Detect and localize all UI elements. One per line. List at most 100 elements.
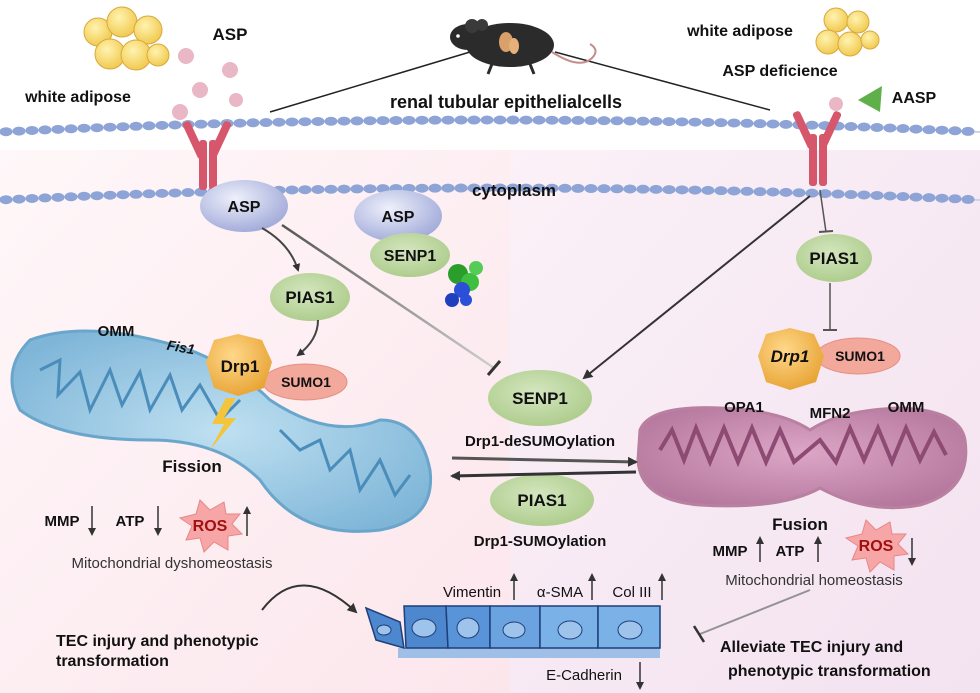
- membrane-bead: [324, 184, 338, 194]
- membrane-bead: [740, 118, 754, 128]
- alleviate-line1: Alleviate TEC injury and: [720, 639, 903, 656]
- membrane-bead: [90, 191, 104, 201]
- membrane-bead: [558, 183, 572, 193]
- membrane-bead: [649, 116, 663, 126]
- membrane-bead: [623, 116, 637, 126]
- membrane-bead: [701, 117, 715, 127]
- membrane-bead: [883, 123, 897, 133]
- membrane-bead: [610, 184, 624, 194]
- membrane-bead: [662, 185, 676, 195]
- membrane-bead: [935, 193, 949, 203]
- membrane-bead: [142, 189, 156, 199]
- membrane-bead: [948, 126, 962, 136]
- membrane-bead: [90, 123, 104, 133]
- membrane-bead: [324, 116, 338, 126]
- asp-to-pias1-arrow: [261, 227, 301, 272]
- pias1-left-label: PIAS1: [285, 288, 334, 307]
- pias1-node-right: [796, 234, 872, 282]
- membrane-bead: [428, 183, 442, 193]
- membrane-bead: [142, 121, 156, 131]
- membrane-bead: [376, 184, 390, 194]
- sumo1-right-label: SUMO1: [835, 348, 885, 364]
- membrane-bead: [168, 188, 182, 198]
- membrane-bead: [363, 184, 377, 194]
- membrane-bead: [480, 115, 494, 125]
- membrane-bead: [246, 118, 260, 128]
- membrane-bead: [584, 116, 598, 126]
- white-adipose-right-label: white adipose: [686, 23, 793, 40]
- protein-structure-icon: [445, 261, 483, 307]
- renal-cells-label: renal tubular epithelialcells: [390, 92, 622, 112]
- opa1-label: OPA1: [724, 399, 764, 416]
- membrane-bead: [350, 116, 364, 126]
- asp-complex-label: ASP: [382, 209, 415, 226]
- membrane-bead: [12, 126, 26, 136]
- membrane-bead: [896, 124, 910, 134]
- membrane-bead: [792, 188, 806, 198]
- membrane-bead: [493, 183, 507, 193]
- mito-homeo-label: Mitochondrial homeostasis: [725, 572, 903, 589]
- tec-injury-line2: transformation: [56, 653, 169, 670]
- membrane-bead: [714, 118, 728, 128]
- membrane-bead: [285, 185, 299, 195]
- membrane-bead: [909, 124, 923, 134]
- membrane-bead: [883, 191, 897, 201]
- membrane-bead: [961, 126, 975, 136]
- membrane-bead: [77, 191, 91, 201]
- membrane-bead: [922, 125, 936, 135]
- asp-inhibits-senp1: [281, 223, 495, 370]
- asp-complex-node: [354, 190, 442, 242]
- mmp-right-label: MMP: [713, 543, 748, 560]
- senp1-complex-label: SENP1: [384, 248, 437, 265]
- asp-particles: [172, 48, 243, 120]
- aasp-label: AASP: [892, 90, 937, 107]
- membrane-bead: [571, 115, 585, 125]
- membrane-bead: [532, 115, 546, 125]
- receptor-to-senp1-arrow: [582, 195, 811, 380]
- membrane-bead: [571, 183, 585, 193]
- membrane-bead: [493, 115, 507, 125]
- membrane-bead: [805, 188, 819, 198]
- membrane-bead: [558, 115, 572, 125]
- membrane-bead: [38, 193, 52, 203]
- pias1-node-center: [490, 474, 594, 526]
- membrane-bead: [467, 115, 481, 125]
- asp-top-label: ASP: [213, 25, 248, 44]
- membrane-bead: [441, 183, 455, 193]
- membrane-bead: [727, 186, 741, 196]
- membrane-bead: [415, 183, 429, 193]
- membrane-bead: [649, 184, 663, 194]
- white-adipose-left-label: white adipose: [24, 89, 131, 106]
- membrane-bead: [168, 120, 182, 130]
- membrane-bead: [753, 187, 767, 197]
- membrane-bead: [961, 194, 975, 204]
- fis1-label: Fis1: [166, 337, 197, 358]
- cytoplasm-label: cytoplasm: [472, 181, 556, 200]
- membrane-bead: [259, 118, 273, 128]
- membrane-bead: [25, 193, 39, 203]
- membrane-bead: [532, 183, 546, 193]
- membrane-bead: [831, 189, 845, 199]
- membrane-bead: [766, 187, 780, 197]
- membrane-bead: [597, 116, 611, 126]
- membrane-bead: [441, 115, 455, 125]
- membrane-bead: [103, 190, 117, 200]
- membrane-bead: [454, 115, 468, 125]
- fusion-label: Fusion: [772, 515, 828, 534]
- membrane-bead: [272, 117, 286, 127]
- sumo1-left-label: SUMO1: [281, 374, 331, 390]
- white-adipose-right-icon: [815, 7, 880, 57]
- membrane-bead: [766, 119, 780, 129]
- asp-node-left: [200, 180, 288, 232]
- membrane-bead: [415, 115, 429, 125]
- senp1-node-center: [488, 370, 592, 426]
- mouse-icon: [450, 19, 597, 75]
- drp1-right-label: Drp1: [771, 347, 810, 366]
- membrane-bead: [727, 118, 741, 128]
- membrane-bead: [545, 115, 559, 125]
- drp1-node-right: [758, 328, 824, 390]
- membrane-bead: [506, 115, 520, 125]
- membrane-bead: [181, 188, 195, 198]
